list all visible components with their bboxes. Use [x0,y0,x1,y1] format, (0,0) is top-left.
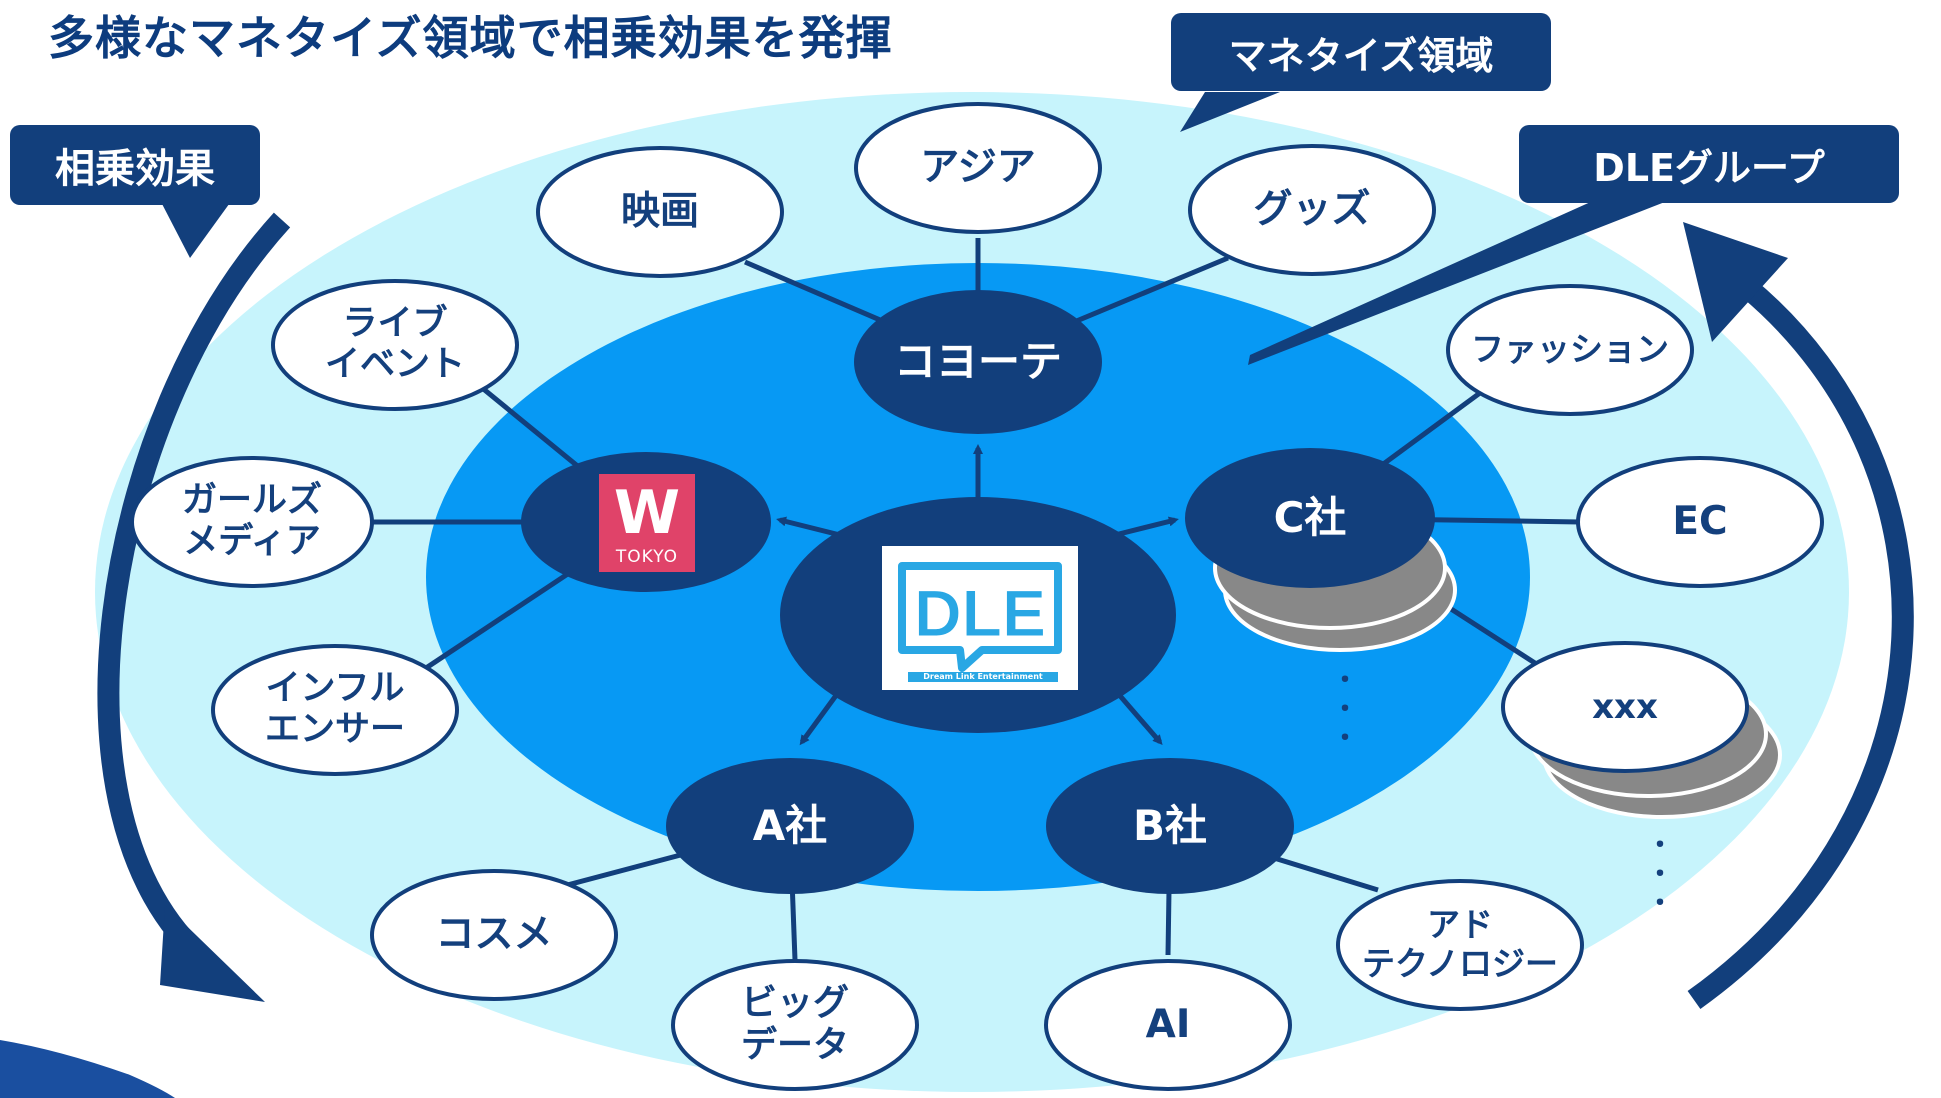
node-fashion [1446,284,1694,416]
goods-label: グッズ [1253,186,1371,232]
group-arrow [1687,279,1914,1009]
coyote-label: コヨーテ [893,337,1063,387]
dle-tagline: Dream Link Entertainment [908,672,1058,682]
group-arrowhead [1683,222,1788,342]
node-goods [1188,144,1436,276]
area-nodes [130,102,1824,1091]
node-a [666,758,914,894]
node-girls [130,456,374,588]
ellipsis-c: ・ ・ ・ [1331,665,1359,754]
ellipsis-xxx: ・ ・ ・ [1646,830,1674,919]
node-bigdata [671,959,919,1091]
dle-speech-bubble [898,562,1062,672]
page-title: 多様なマネタイズ領域で相乗効果を発揮 [48,11,893,65]
node-coyote [854,290,1102,434]
influencer-label: インフル エンサー [264,668,406,750]
dle-logo: DLE Dream Link Entertainment [882,546,1078,690]
dle-logo-mark: DLE [898,562,1062,672]
monetize-callout: マネタイズ領域 [1171,13,1551,91]
node-ai [1044,959,1292,1091]
node-influencer [211,644,459,776]
b-label: B社 [1132,801,1208,851]
arrow-dle-c [1114,516,1179,538]
w-tokyo-sub: TOKYO [615,547,679,567]
live-label: ライブ イベント [324,303,466,385]
eiga-label: 映画 [620,188,700,234]
asia-label: アジア [920,144,1036,190]
c-label: C社 [1273,493,1347,543]
bigdata-label: ビッグ データ [740,982,850,1066]
node-ec [1576,456,1824,588]
node-xxx [1501,641,1749,773]
adtech-label: アド テクノロジー [1361,905,1559,983]
ai-label: AI [1145,1001,1191,1047]
girls-label: ガールズ メディア [181,480,323,562]
cosme-label: コスメ [435,911,553,957]
synergy-callout: 相乗効果 [10,125,260,205]
node-asia [854,102,1102,234]
arrow-dle-a [799,688,843,746]
a-label: A社 [752,801,828,851]
xxx-label: xxx [1592,686,1658,727]
synergy-callout-tail [160,200,232,258]
node-eiga [536,146,784,278]
dle-logo-text: DLE [914,576,1046,650]
w-tokyo-letter: W [613,478,681,548]
ec-label: EC [1672,498,1728,544]
w-tokyo-logo: W TOKYO [599,474,695,572]
arrow-dle-w [776,516,841,538]
group-callout: DLEグループ [1519,125,1899,203]
node-c [1185,448,1435,588]
group-callout-tail [1248,200,1670,365]
node-adtech [1336,879,1584,1011]
synergy-arrowhead [160,905,265,1002]
synergy-arrow [97,212,291,969]
node-live [271,279,519,411]
arrow-dle-b [1113,688,1163,746]
monetize-callout-tail [1180,92,1280,132]
node-b [1046,758,1294,894]
corner-wave [0,1040,175,1098]
fashion-label: ファッション [1471,329,1669,369]
node-cosme [370,869,618,1001]
